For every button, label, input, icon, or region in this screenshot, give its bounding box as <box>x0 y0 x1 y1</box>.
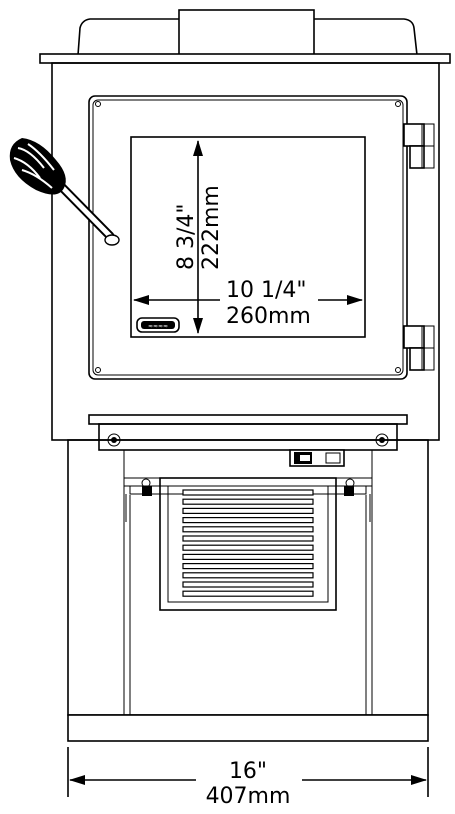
overall-width-in-label: 16" <box>229 759 267 784</box>
grille-slot <box>182 516 314 524</box>
glass-width-in-label: 10 1/4" <box>226 278 307 303</box>
glass-height-in-label: 8 3/4" <box>174 203 199 270</box>
door-handle-icon <box>9 138 120 246</box>
grille-slot <box>182 590 314 597</box>
ash-drawer <box>159 477 337 611</box>
grille-slot <box>182 526 314 533</box>
stove-door <box>88 95 408 380</box>
grille-slots <box>182 489 314 597</box>
ash-lip <box>88 414 408 478</box>
glass-width-dimension: 10 1/4" 260mm <box>133 278 363 329</box>
glass-height-dimension: 8 3/4" 222mm <box>174 140 224 334</box>
overall-width-dimension: 16" 407mm <box>67 747 429 809</box>
grille-slot <box>182 507 314 514</box>
grille-slot <box>182 535 314 542</box>
stove-top <box>39 9 451 64</box>
grille-slot <box>182 572 314 579</box>
glass-height-mm-label: 222mm <box>199 185 224 270</box>
overall-width-mm-label: 407mm <box>206 784 291 809</box>
stove-pedestal <box>67 439 429 742</box>
svg-text:≈≈≈≈: ≈≈≈≈ <box>148 323 168 330</box>
grille-slot <box>182 544 314 551</box>
glass-width-mm-label: 260mm <box>226 304 311 329</box>
grille-slot <box>182 553 314 561</box>
door-hinges <box>403 123 435 371</box>
grille-slot <box>182 489 314 496</box>
grille-slot <box>182 498 314 505</box>
grille-slot <box>182 562 314 570</box>
stove-body <box>51 62 440 441</box>
grille-slot <box>182 581 314 588</box>
door-glass: ≈≈≈≈ <box>130 136 366 338</box>
